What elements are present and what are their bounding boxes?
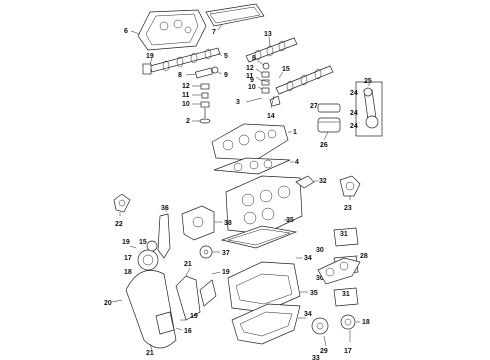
camshaft-right-upper-part[interactable]: [245, 37, 298, 63]
sensor-part[interactable]: [295, 175, 315, 189]
callout-12-left: 12: [182, 83, 190, 90]
piston-part[interactable]: [317, 103, 341, 133]
timing-chain-guide-part[interactable]: [157, 213, 171, 259]
camshaft-left-part[interactable]: [142, 47, 221, 75]
callout-5: 5: [224, 53, 228, 60]
callout-10-right: 10: [248, 84, 256, 91]
oil-filter-housing-part[interactable]: [181, 205, 215, 241]
callout-12-right: 12: [246, 65, 254, 72]
callout-21-top: 21: [184, 261, 192, 268]
callout-16: 16: [184, 328, 192, 335]
callout-30-top: 30: [316, 247, 324, 254]
valve-spring-stack-right-part[interactable]: [261, 62, 281, 107]
callout-24-mid: 24: [350, 110, 358, 117]
callout-34-bottom: 34: [304, 311, 312, 318]
thrust-washer-part[interactable]: [311, 317, 329, 335]
crankshaft-part[interactable]: [317, 257, 361, 285]
camshaft-right-lower-part[interactable]: [275, 65, 334, 95]
callout-31-bottom: 31: [342, 291, 350, 298]
oil-pan-lower-part[interactable]: [231, 303, 301, 345]
timing-tensioner-part[interactable]: [113, 193, 131, 213]
callout-9-right: 9: [250, 77, 254, 84]
valve-cover-part[interactable]: [137, 9, 207, 51]
rear-seal-part[interactable]: [340, 314, 356, 330]
callout-32: 32: [319, 178, 327, 185]
callout-26: 26: [320, 142, 328, 149]
cam-follower-part[interactable]: [195, 66, 219, 79]
callout-7: 7: [212, 29, 216, 36]
tensioner-rail-part[interactable]: [155, 311, 175, 335]
callout-8-right: 8: [252, 55, 256, 62]
callout-13: 13: [264, 31, 272, 38]
callout-3: 3: [236, 99, 240, 106]
callout-1: 1: [293, 129, 297, 136]
engine-block-part[interactable]: [225, 175, 303, 235]
callout-2: 2: [186, 118, 190, 125]
head-gasket-part[interactable]: [213, 157, 291, 175]
oil-pan-gasket-part[interactable]: [220, 225, 298, 249]
callout-19-left: 19: [122, 239, 130, 246]
callout-8-left: 8: [178, 72, 182, 79]
timing-guide-middle-part[interactable]: [175, 275, 217, 321]
callout-25: 25: [364, 78, 372, 85]
callout-33: 33: [312, 355, 320, 360]
callout-30-bottom: 30: [316, 275, 324, 282]
valve-spring-stack-part[interactable]: [199, 83, 211, 124]
callout-19-lower: 19: [190, 313, 198, 320]
callout-17-left: 17: [124, 255, 132, 262]
callout-15: 15: [282, 66, 290, 73]
callout-37: 37: [222, 250, 230, 257]
callout-36: 36: [161, 205, 169, 212]
crank-sprocket-part[interactable]: [137, 240, 159, 271]
callout-19-middle: 19: [222, 269, 230, 276]
callout-11-right: 11: [246, 73, 254, 80]
callout-9-left: 9: [224, 72, 228, 79]
callout-21-bottom: 21: [146, 350, 154, 357]
connecting-rod-part[interactable]: [355, 81, 383, 137]
callout-15-left: 15: [139, 239, 147, 246]
callout-23: 23: [344, 205, 352, 212]
timing-chain-part[interactable]: [125, 270, 177, 349]
callout-4: 4: [295, 159, 299, 166]
callout-6: 6: [124, 28, 128, 35]
callout-38: 38: [224, 220, 232, 227]
callout-28: 28: [360, 253, 368, 260]
callout-31-top: 31: [340, 231, 348, 238]
callout-34-top: 34: [304, 255, 312, 262]
callout-20: 20: [104, 300, 112, 307]
callout-29: 29: [320, 348, 328, 355]
callout-27: 27: [310, 103, 318, 110]
callout-24-bottom: 24: [350, 123, 358, 130]
callout-18-bottom: 18: [362, 319, 370, 326]
callout-24-top: 24: [350, 90, 358, 97]
oil-pan-upper-part[interactable]: [227, 261, 301, 313]
callout-17-bottom: 17: [344, 348, 352, 355]
callout-10-left: 10: [182, 101, 190, 108]
idler-sprocket-part[interactable]: [199, 245, 213, 259]
callout-35-top: 35: [286, 217, 294, 224]
valve-cover-gasket-part[interactable]: [205, 3, 265, 27]
water-pump-part[interactable]: [339, 175, 361, 197]
callout-19-top: 19: [146, 53, 154, 60]
callout-11-left: 11: [182, 92, 190, 99]
callout-14: 14: [267, 113, 275, 120]
callout-18-left: 18: [124, 269, 132, 276]
cylinder-head-part[interactable]: [211, 123, 289, 161]
callout-22: 22: [115, 221, 123, 228]
callout-35-bottom: 35: [310, 290, 318, 297]
